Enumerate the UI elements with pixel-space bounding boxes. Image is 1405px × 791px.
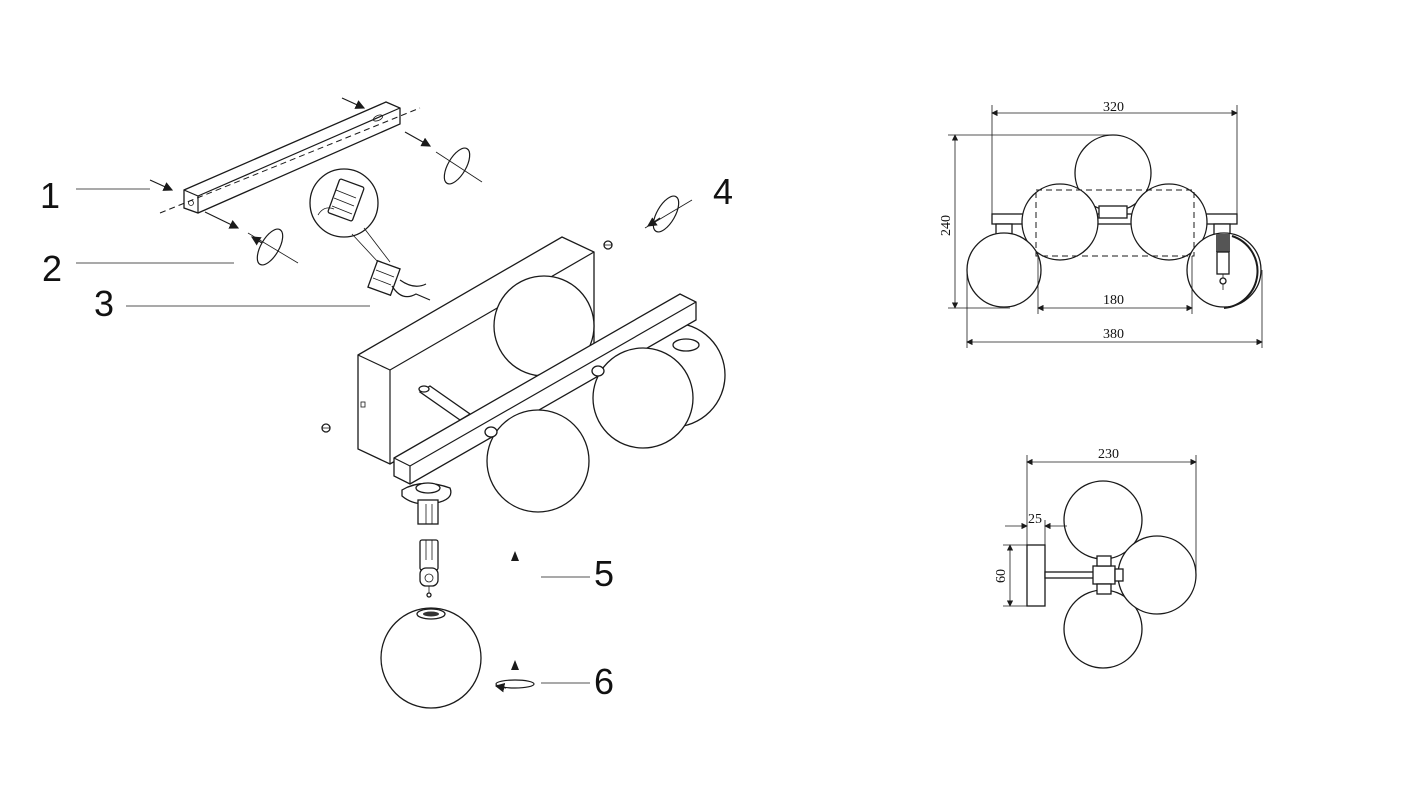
callout-6: 6 bbox=[594, 661, 614, 702]
globe-twist-symbol bbox=[494, 660, 535, 693]
loose-globe bbox=[380, 607, 482, 709]
dim-side-depth: 230 bbox=[1098, 447, 1119, 462]
side-view: 230 25 60 bbox=[994, 447, 1197, 669]
wall-anchor-left bbox=[247, 228, 299, 266]
dim-side-plate-height: 60 bbox=[994, 569, 1009, 583]
dim-side-plate-thickness: 25 bbox=[1028, 512, 1042, 527]
callout-5: 5 bbox=[594, 553, 614, 594]
terminal-block bbox=[367, 259, 431, 301]
screw-top bbox=[603, 240, 613, 250]
dim-front-total-width: 380 bbox=[1103, 327, 1124, 342]
lamp-socket bbox=[401, 482, 452, 525]
callouts: 1 2 3 4 5 6 bbox=[40, 171, 733, 702]
front-view: 320 240 180 380 bbox=[939, 100, 1263, 348]
bulb-g9 bbox=[419, 539, 439, 598]
screw-left bbox=[321, 423, 331, 433]
bracket-screws bbox=[149, 97, 432, 229]
callout-3: 3 bbox=[94, 283, 114, 324]
wiring-detail bbox=[309, 168, 391, 263]
callout-1: 1 bbox=[40, 175, 60, 216]
callout-2: 2 bbox=[42, 248, 62, 289]
dim-front-overall-width: 320 bbox=[1103, 100, 1124, 115]
globes-front bbox=[484, 347, 694, 513]
dim-front-inner-width: 180 bbox=[1103, 293, 1124, 308]
callout-4: 4 bbox=[713, 171, 733, 212]
fixture-rail bbox=[393, 293, 697, 485]
dim-front-height: 240 bbox=[939, 215, 954, 236]
bulb-up-arrow bbox=[511, 551, 519, 561]
wall-anchor-right bbox=[435, 147, 483, 185]
rotate-symbol-4 bbox=[644, 195, 693, 233]
mounting-bracket bbox=[159, 101, 421, 214]
